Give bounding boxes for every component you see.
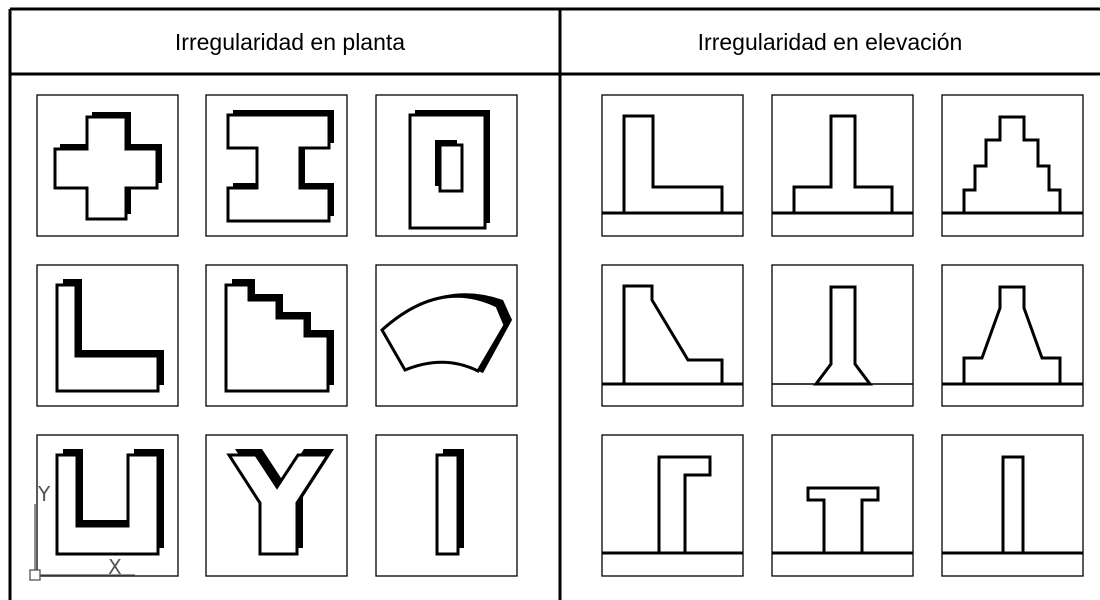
sloped-l-elevation-icon	[601, 264, 744, 407]
ucs-x-label: X	[108, 555, 122, 579]
overhang-elevation-icon	[601, 434, 744, 577]
header-elevacion: Irregularidad en elevación	[698, 29, 963, 55]
u-shape-plan-icon	[36, 434, 179, 577]
hollow-rectangle-plan-icon	[375, 94, 518, 237]
h-section-plan-icon	[205, 94, 348, 237]
slender-tower-elevation-icon	[941, 434, 1084, 577]
t-top-elevation-icon	[771, 434, 914, 577]
planta-grid	[36, 94, 518, 577]
inverted-t-elevation-icon	[771, 94, 914, 237]
y-shape-plan-icon	[205, 434, 348, 577]
header-planta: Irregularidad en planta	[175, 29, 405, 55]
cross-plan-icon	[36, 94, 179, 237]
curved-sector-plan-icon	[375, 264, 518, 407]
stepped-pyramid-elevation-icon	[941, 94, 1084, 237]
narrow-bar-plan-icon	[375, 434, 518, 577]
table-frame	[8, 7, 1100, 600]
l-elevation-icon	[601, 94, 744, 237]
ucs-axis-icon: Y X	[29, 482, 135, 581]
tapered-tower-elevation-icon	[941, 264, 1084, 407]
l-shape-plan-icon	[36, 264, 179, 407]
elevacion-grid	[601, 94, 1084, 577]
ucs-y-label: Y	[37, 482, 51, 506]
stepped-plan-icon	[205, 264, 348, 407]
flared-tower-elevation-icon	[771, 264, 914, 407]
